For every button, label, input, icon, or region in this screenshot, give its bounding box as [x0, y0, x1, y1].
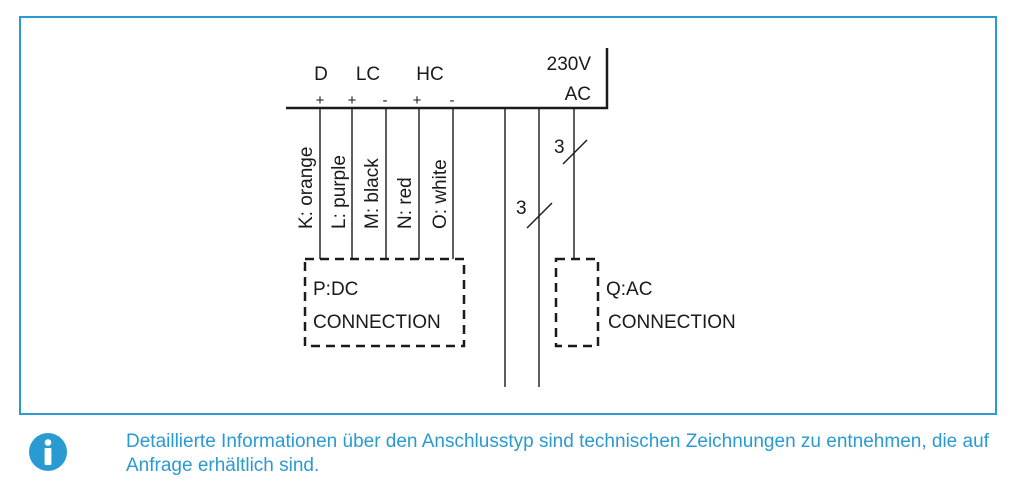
ac-connection-box — [554, 257, 600, 348]
ac-voltage-label: 230V — [547, 54, 592, 75]
label-hc: HC — [416, 64, 443, 85]
count-slash-main — [526, 202, 553, 229]
ac-box-subtitle: CONNECTION — [608, 312, 736, 333]
dc-connection-box — [303, 257, 466, 348]
wire-label-o: O: white — [430, 159, 451, 229]
polarity-lc-plus: + — [348, 92, 357, 109]
wire-label-l: L: purple — [329, 155, 350, 229]
wire-label-n: N: red — [395, 177, 416, 229]
count-label-main: 3 — [516, 198, 527, 219]
count-slash-ac — [562, 139, 588, 165]
info-note: Detaillierte Informationen über den Ansc… — [126, 431, 989, 476]
dc-box-subtitle: CONNECTION — [313, 312, 441, 333]
wire-label-k: K: orange — [296, 147, 317, 229]
polarity-hc-minus: - — [450, 92, 455, 109]
info-icon — [29, 433, 67, 471]
count-label-ac: 3 — [554, 137, 565, 158]
ac-box-title: Q:AC — [606, 279, 652, 300]
dc-box-title: P:DC — [313, 279, 358, 300]
wire-label-m: M: black — [362, 158, 383, 229]
polarity-lc-minus: - — [383, 92, 388, 109]
label-lc: LC — [356, 64, 380, 85]
polarity-d-plus: + — [316, 92, 325, 109]
diagram-frame — [19, 16, 997, 415]
label-d: D — [314, 64, 328, 85]
ac-type-label: AC — [565, 84, 591, 105]
polarity-hc-plus: + — [413, 92, 422, 109]
